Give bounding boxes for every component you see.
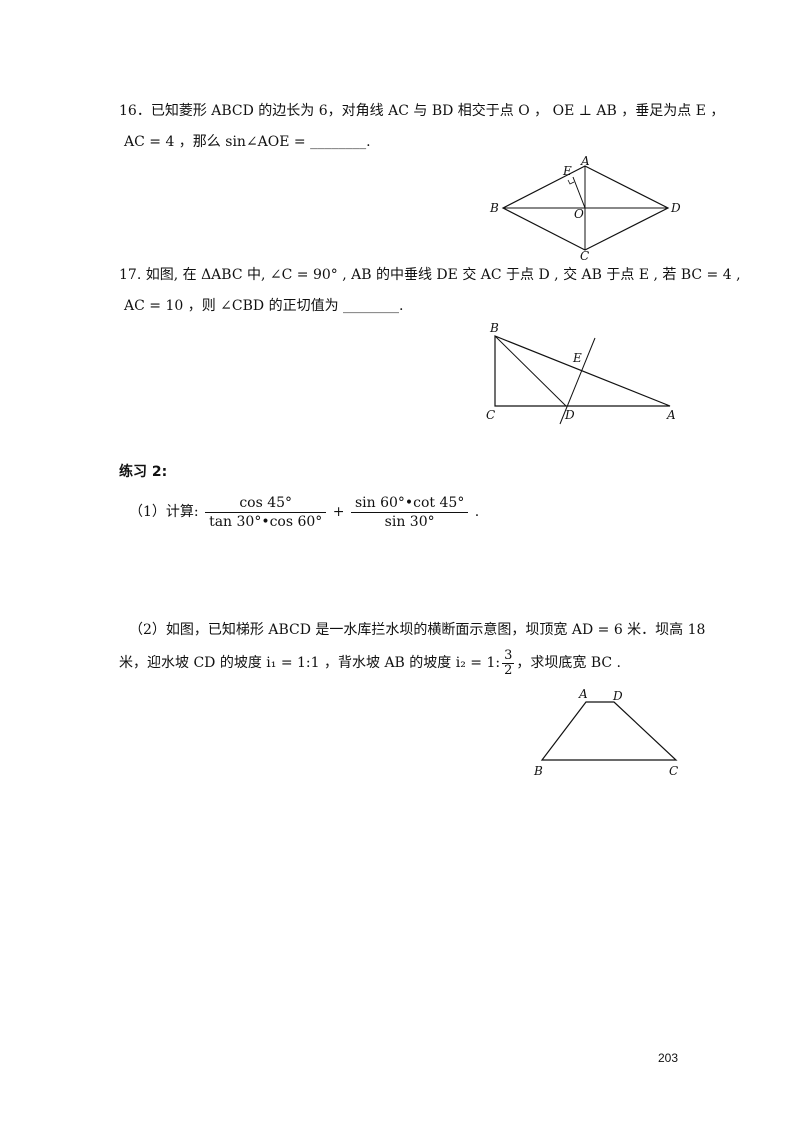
part2-line2-end: ，求坝底宽 BC .	[516, 655, 621, 671]
q17-line2: AC = 10 ，则 ∠CBD 的正切值为 ________.	[124, 298, 404, 314]
fig17-label-b: B	[489, 321, 499, 335]
exercise-part2-line1: （2）如图，已知梯形 ABCD 是一水库拦水坝的横断面示意图，坝顶宽 AD = …	[129, 622, 706, 638]
trap-label-a: A	[578, 687, 588, 701]
right-triangle-figure: B E C D A	[486, 321, 676, 425]
trap-label-b: B	[533, 764, 543, 778]
q16-line2: AC = 4 ，那么 sin∠AOE = ________.	[124, 134, 371, 150]
fig17-label-c: C	[486, 408, 495, 422]
slope-fraction-numerator: 3	[502, 647, 515, 664]
fraction-2-numerator: sin 60°•cot 45°	[350, 494, 469, 513]
fig16-label-e: E	[562, 164, 572, 178]
q17-line1: 17. 如图, 在 ΔABC 中, ∠C = 90° , AB 的中垂线 DE …	[119, 267, 741, 283]
fig17-label-d: D	[564, 408, 575, 422]
exercise-title: 练习 2:	[119, 464, 168, 480]
rhombus-figure: A E B D O C	[489, 154, 681, 260]
trap-label-d: D	[612, 689, 623, 703]
fraction-2-denominator: sin 30°	[384, 513, 435, 530]
fig16-label-o: O	[574, 207, 584, 221]
part2-line2-start: 米，迎水坡 CD 的坡度 i₁ = 1:1 ，背水坡 AB 的坡度 i₂ = 1…	[119, 655, 501, 671]
fig17-label-a: A	[666, 408, 676, 422]
fig16-label-b: B	[489, 201, 499, 215]
fraction-2: sin 60°•cot 45° sin 30°	[350, 494, 469, 531]
slope-fraction-denominator: 2	[504, 662, 513, 678]
exercise-part1: （1）计算: cos 45° tan 30°•cos 60° + sin 60°…	[129, 492, 479, 532]
trap-label-c: C	[669, 764, 678, 778]
plus-sign: +	[332, 504, 345, 520]
part1-period: .	[474, 504, 480, 520]
fig16-label-c: C	[580, 249, 589, 260]
fraction-1-denominator: tan 30°•cos 60°	[209, 513, 323, 530]
trapezoid-figure: A D B C	[533, 687, 678, 778]
fraction-1: cos 45° tan 30°•cos 60°	[205, 494, 327, 531]
fig17-label-e: E	[572, 351, 582, 365]
q16-line1: 16．已知菱形 ABCD 的边长为 6，对角线 AC 与 BD 相交于点 O ，…	[119, 103, 725, 119]
fraction-1-numerator: cos 45°	[205, 494, 327, 513]
fig16-label-d: D	[670, 201, 681, 215]
page-number: 203	[658, 1051, 679, 1065]
fig16-label-a: A	[580, 154, 590, 168]
part1-prefix: （1）计算:	[129, 504, 199, 520]
exercise-part2-line2: 米，迎水坡 CD 的坡度 i₁ = 1:1 ，背水坡 AB 的坡度 i₂ = 1…	[119, 645, 621, 681]
